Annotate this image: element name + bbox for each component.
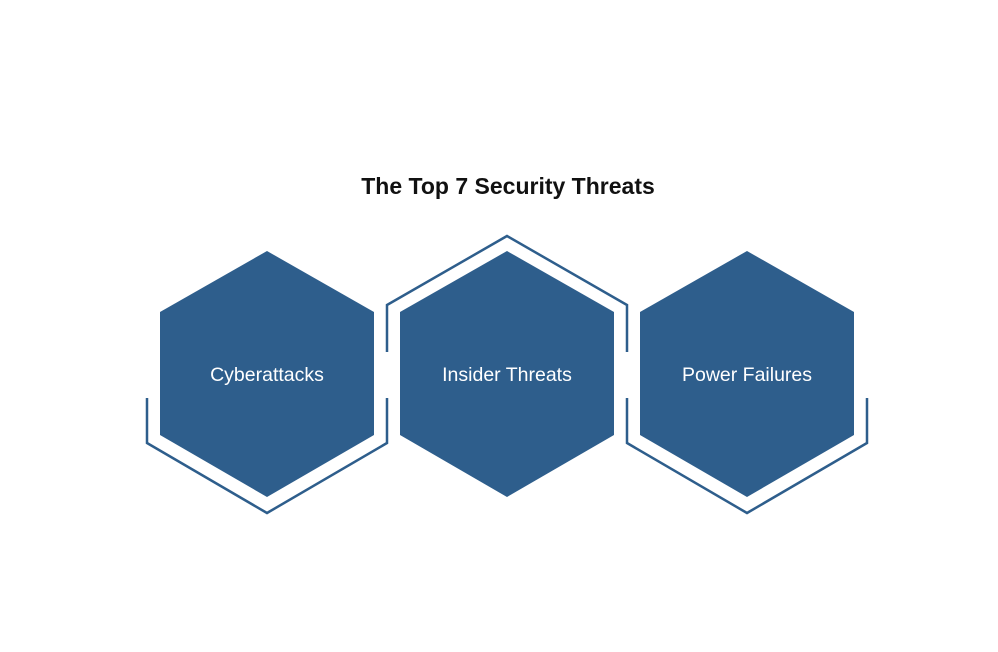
diagram-title: The Top 7 Security Threats (361, 173, 655, 199)
hexagon-label-cyberattacks: Cyberattacks (210, 364, 324, 386)
hexagon-insider-threats[interactable] (400, 251, 614, 497)
hexagon-outline-bottom-power-failures (625, 398, 869, 515)
hexagon-outline-bottom-cyberattacks (145, 398, 389, 515)
hexagon-cyberattacks[interactable] (160, 251, 374, 497)
hexagon-label-power-failures: Power Failures (682, 364, 812, 386)
hexagon-label-insider-threats: Insider Threats (442, 364, 572, 386)
hexagon-power-failures[interactable] (640, 251, 854, 497)
hexagon-outline-top-insider-threats (385, 234, 629, 352)
